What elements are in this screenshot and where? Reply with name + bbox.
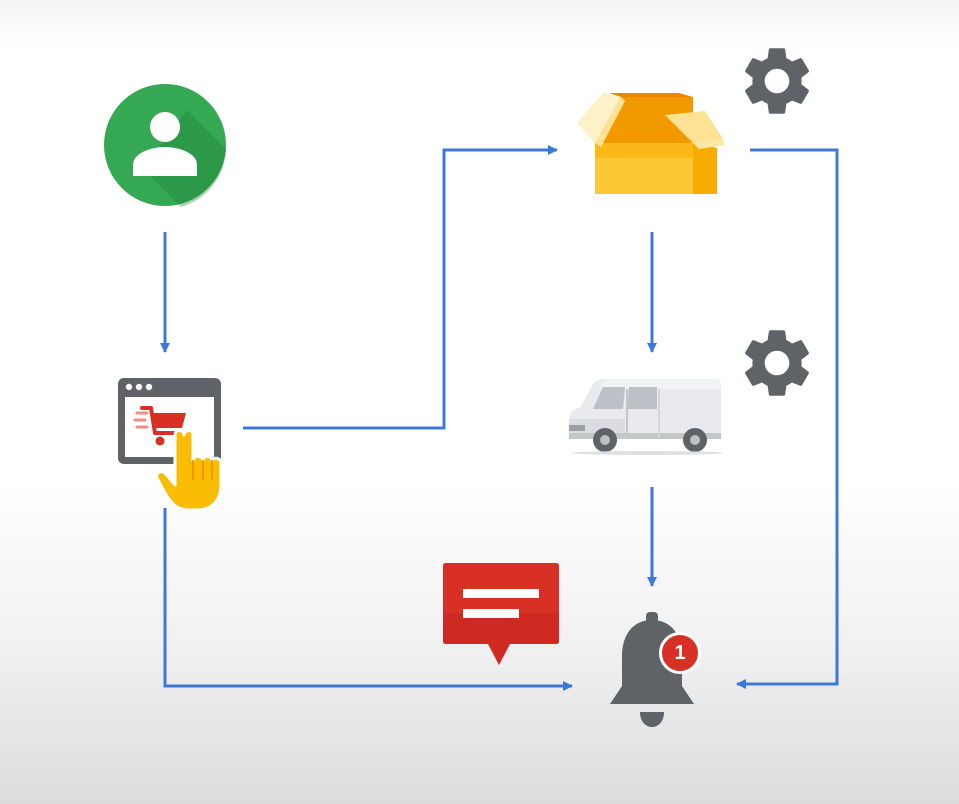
user-avatar-icon[interactable] xyxy=(103,83,227,207)
gear-icon xyxy=(745,330,809,396)
message-bubble-icon xyxy=(443,563,559,665)
gear-icon xyxy=(745,48,809,114)
bell-icon xyxy=(610,612,694,727)
edge-order-to-package xyxy=(243,145,558,430)
shopping-cart-click-icon[interactable] xyxy=(115,375,239,515)
notification-count: 1 xyxy=(674,641,686,664)
edge-package-to-bell xyxy=(736,148,839,689)
open-box-icon[interactable] xyxy=(575,93,727,195)
van-icon[interactable] xyxy=(565,375,725,455)
notification-badge: 1 xyxy=(659,632,701,674)
edge-order-to-bell xyxy=(163,508,573,691)
notification-bell[interactable]: 1 xyxy=(600,608,710,732)
